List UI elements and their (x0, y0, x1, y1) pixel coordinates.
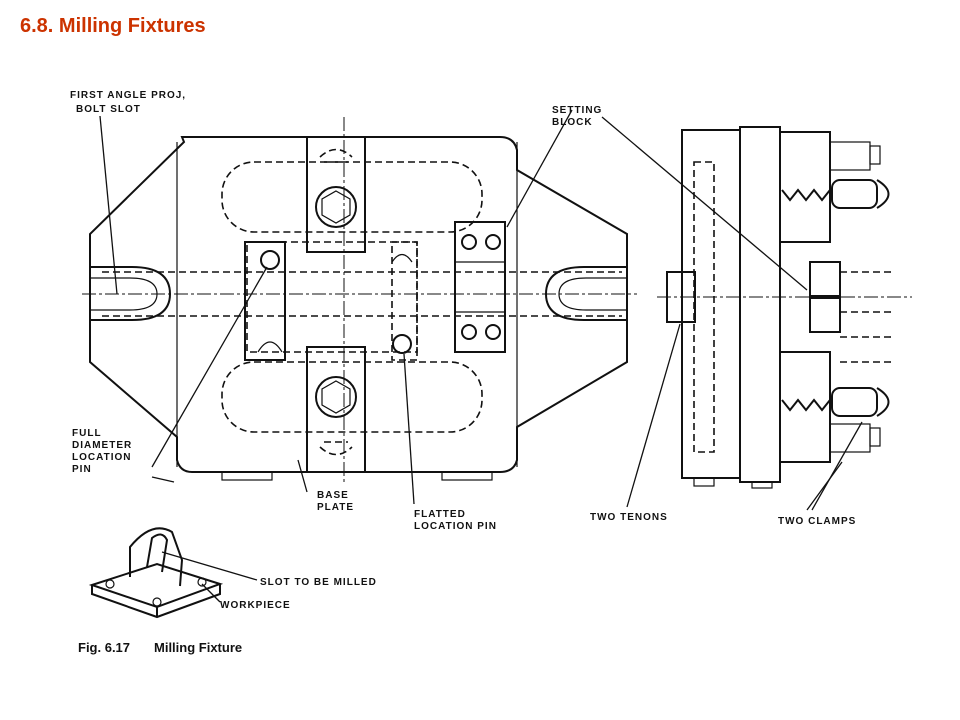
leader-flatted-pin (403, 353, 415, 505)
side-upper-knob (831, 179, 878, 209)
setting-block-screw-3 (461, 324, 477, 340)
leader-base-plate (297, 459, 308, 493)
leader-setting-block-side (601, 116, 808, 291)
label-flatted-1: FLATTED (414, 509, 466, 520)
workpiece-upright (129, 527, 184, 587)
leader-workpiece (201, 583, 221, 603)
leader-two-tenons (626, 323, 681, 508)
hidden-lower-slot (221, 361, 483, 433)
label-setting-block-2: BLOCK (552, 117, 593, 128)
leader-two-clamps-2 (811, 421, 863, 511)
side-upper-jaw (809, 261, 841, 297)
leader-full-diameter (151, 266, 268, 468)
label-setting-block-1: SETTING (552, 105, 602, 116)
workpiece-sketch (88, 527, 224, 619)
label-two-clamps: TWO CLAMPS (778, 516, 856, 527)
label-slot-milled: SLOT TO BE MILLED (260, 577, 377, 588)
side-upper-clamp-plate (779, 131, 831, 243)
hidden-upper-slot (221, 161, 483, 233)
workpiece-hole-front (152, 597, 162, 607)
side-lower-jaw (809, 297, 841, 333)
top-clamp-hex (321, 190, 351, 224)
side-upper-spring (781, 188, 831, 202)
top-clamp-bolt (315, 186, 357, 228)
side-upper-bracket (829, 141, 871, 171)
location-pin-block-left (244, 241, 286, 361)
label-flatted-2: LOCATION PIN (414, 521, 497, 532)
base-plate-outline (89, 136, 628, 473)
side-lower-knob (831, 387, 878, 417)
workpiece-base-thickness (91, 584, 221, 619)
top-clamp-nut (319, 148, 353, 163)
leader-bolt-slot (99, 115, 118, 295)
bottom-clamp-bolt (315, 376, 357, 418)
side-lower-stud (869, 427, 881, 447)
location-pin-block-right (391, 241, 418, 361)
plan-tenon-left (221, 471, 273, 481)
bottom-clamp-nut (319, 441, 353, 456)
side-lower-bracket (829, 423, 871, 453)
fixture-drawing: FIRST ANGLE PROJ, BOLT SLOT SETTING BLOC… (70, 90, 912, 655)
side-hidden-body (693, 161, 715, 453)
figure-caption-number: Fig. 6.17 (78, 640, 130, 655)
label-base-plate-2: PLATE (317, 502, 354, 513)
label-workpiece: WORKPIECE (220, 600, 291, 611)
workpiece-hole-right (197, 577, 207, 587)
slide-title: 6.8. Milling Fixtures (20, 15, 206, 37)
label-full-2: DIAMETER (72, 440, 132, 451)
label-full-3: LOCATION (72, 452, 131, 463)
bottom-clamp-hex (321, 380, 351, 414)
leader-two-clamps-1 (806, 461, 843, 511)
leader-setting-block (506, 109, 573, 228)
setting-block-screw-4 (485, 324, 501, 340)
side-view (657, 126, 912, 489)
milling-fixture-figure: FIRST ANGLE PROJ, BOLT SLOT SETTING BLOC… (62, 62, 918, 662)
leader-full-diameter-2 (151, 476, 175, 483)
full-diameter-pin (260, 250, 280, 270)
labels: FIRST ANGLE PROJ, BOLT SLOT SETTING BLOC… (70, 90, 856, 655)
workpiece-slot (146, 533, 169, 573)
setting-block-screw-1 (461, 234, 477, 250)
label-base-plate-1: BASE (317, 490, 349, 501)
side-upper-stud (869, 145, 881, 165)
bottom-clamp (306, 346, 366, 473)
side-foot-right (751, 481, 773, 489)
side-upper-knob-cap (876, 179, 890, 209)
flatted-pin (392, 334, 412, 354)
label-full-4: PIN (72, 464, 92, 475)
top-clamp (306, 136, 366, 253)
workpiece-hole-left (105, 579, 115, 589)
label-two-tenons: TWO TENONS (590, 512, 668, 523)
plan-tenon-right (441, 471, 493, 481)
pin-right-arc (391, 253, 413, 263)
label-full-1: FULL (72, 428, 102, 439)
side-base-plate (681, 129, 741, 479)
side-lower-knob-cap (876, 387, 890, 417)
side-lower-spring (781, 398, 831, 412)
side-foot-left (693, 477, 715, 487)
side-lower-clamp-plate (779, 351, 831, 463)
pin-left-arc (257, 341, 283, 353)
leader-lines (99, 109, 863, 603)
setting-block-screw-2 (485, 234, 501, 250)
leader-slot-milled (161, 551, 258, 581)
plan-view (82, 117, 637, 482)
figure-caption-text: Milling Fixture (154, 640, 242, 655)
label-first-angle: FIRST ANGLE PROJ, (70, 90, 186, 101)
setting-block (454, 221, 506, 353)
label-bolt-slot: BOLT SLOT (76, 104, 141, 115)
side-fixture-body (739, 126, 781, 483)
